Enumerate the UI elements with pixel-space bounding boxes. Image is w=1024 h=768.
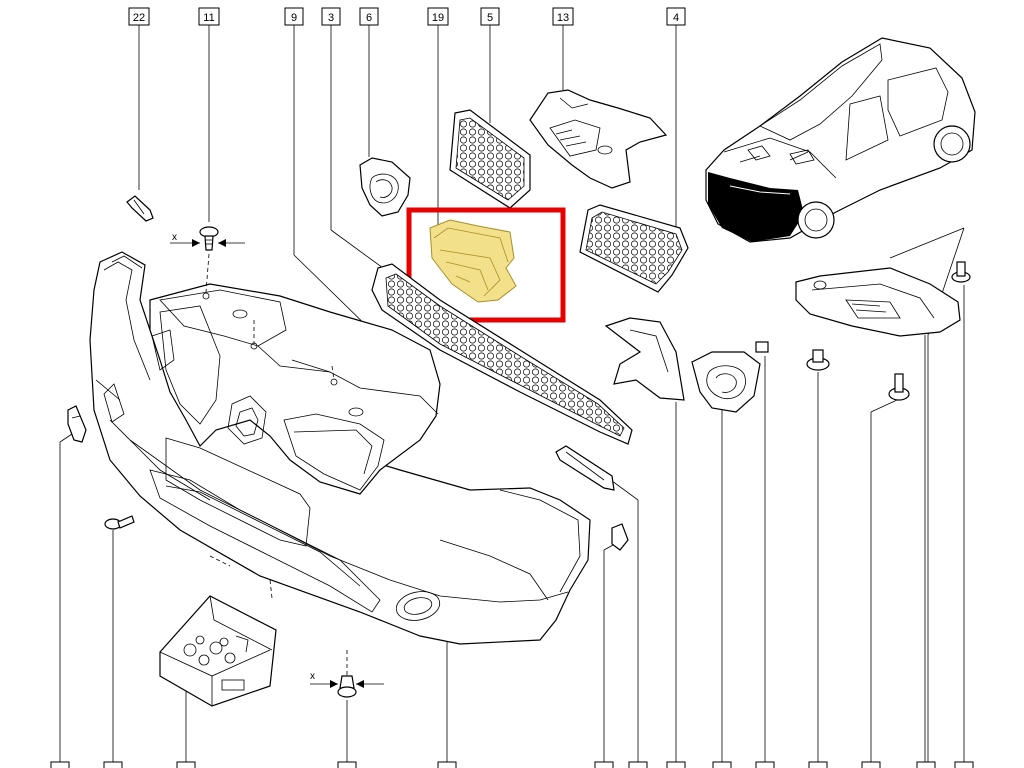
part-11-screw: x	[170, 226, 245, 251]
svg-text:9: 9	[291, 12, 297, 24]
part-3-lower-grille	[371, 263, 633, 445]
svg-text:3: 3	[328, 12, 334, 24]
callout-22: 22	[128, 7, 150, 26]
underbody-shield	[795, 267, 961, 337]
hardware-kit-box	[159, 595, 277, 707]
screw-left	[104, 515, 135, 530]
callout-13: 13	[552, 7, 574, 26]
push-pin-right-3	[951, 261, 971, 283]
part-6-bracket	[359, 157, 411, 217]
highlight-box	[406, 207, 566, 323]
callout-4: 4	[666, 7, 686, 26]
callout-9: 9	[284, 7, 304, 26]
svg-text:x: x	[310, 671, 315, 682]
part-19-air-deflector	[429, 219, 517, 303]
svg-text:6: 6	[366, 12, 372, 24]
svg-text:5: 5	[487, 12, 493, 24]
svg-text:13: 13	[557, 12, 569, 24]
svg-text:x: x	[172, 232, 177, 243]
svg-text:4: 4	[673, 12, 679, 24]
callout-11: 11	[198, 7, 220, 26]
part-22-clip	[126, 195, 154, 222]
push-pin-right-1	[806, 349, 830, 371]
bottom-label-tops	[50, 761, 974, 768]
svg-text:19: 19	[432, 12, 444, 24]
svg-text:22: 22	[133, 12, 145, 24]
upper-bumper-panel	[149, 253, 441, 495]
callout-6: 6	[359, 7, 379, 26]
installation-dashes	[209, 555, 273, 599]
part-13-cover	[529, 89, 668, 189]
small-clip-right	[755, 341, 769, 353]
callout-5: 5	[480, 7, 500, 26]
part-5-small-grille	[449, 109, 531, 209]
callout-19: 19	[427, 7, 449, 26]
callout-3: 3	[321, 7, 341, 26]
screw-right-2	[888, 373, 910, 401]
part-4-upper-grille	[579, 204, 689, 293]
bracket-left-lower	[604, 317, 685, 401]
clip-right-lower	[611, 523, 629, 551]
leader-lines	[59, 25, 965, 768]
svg-text:11: 11	[203, 12, 214, 24]
side-strip-right	[555, 445, 615, 491]
fog-lamp-bracket-right	[691, 351, 761, 413]
push-pin-bottom: x	[310, 650, 384, 698]
car-illustration	[705, 37, 976, 243]
side-bracket-left	[67, 405, 87, 443]
